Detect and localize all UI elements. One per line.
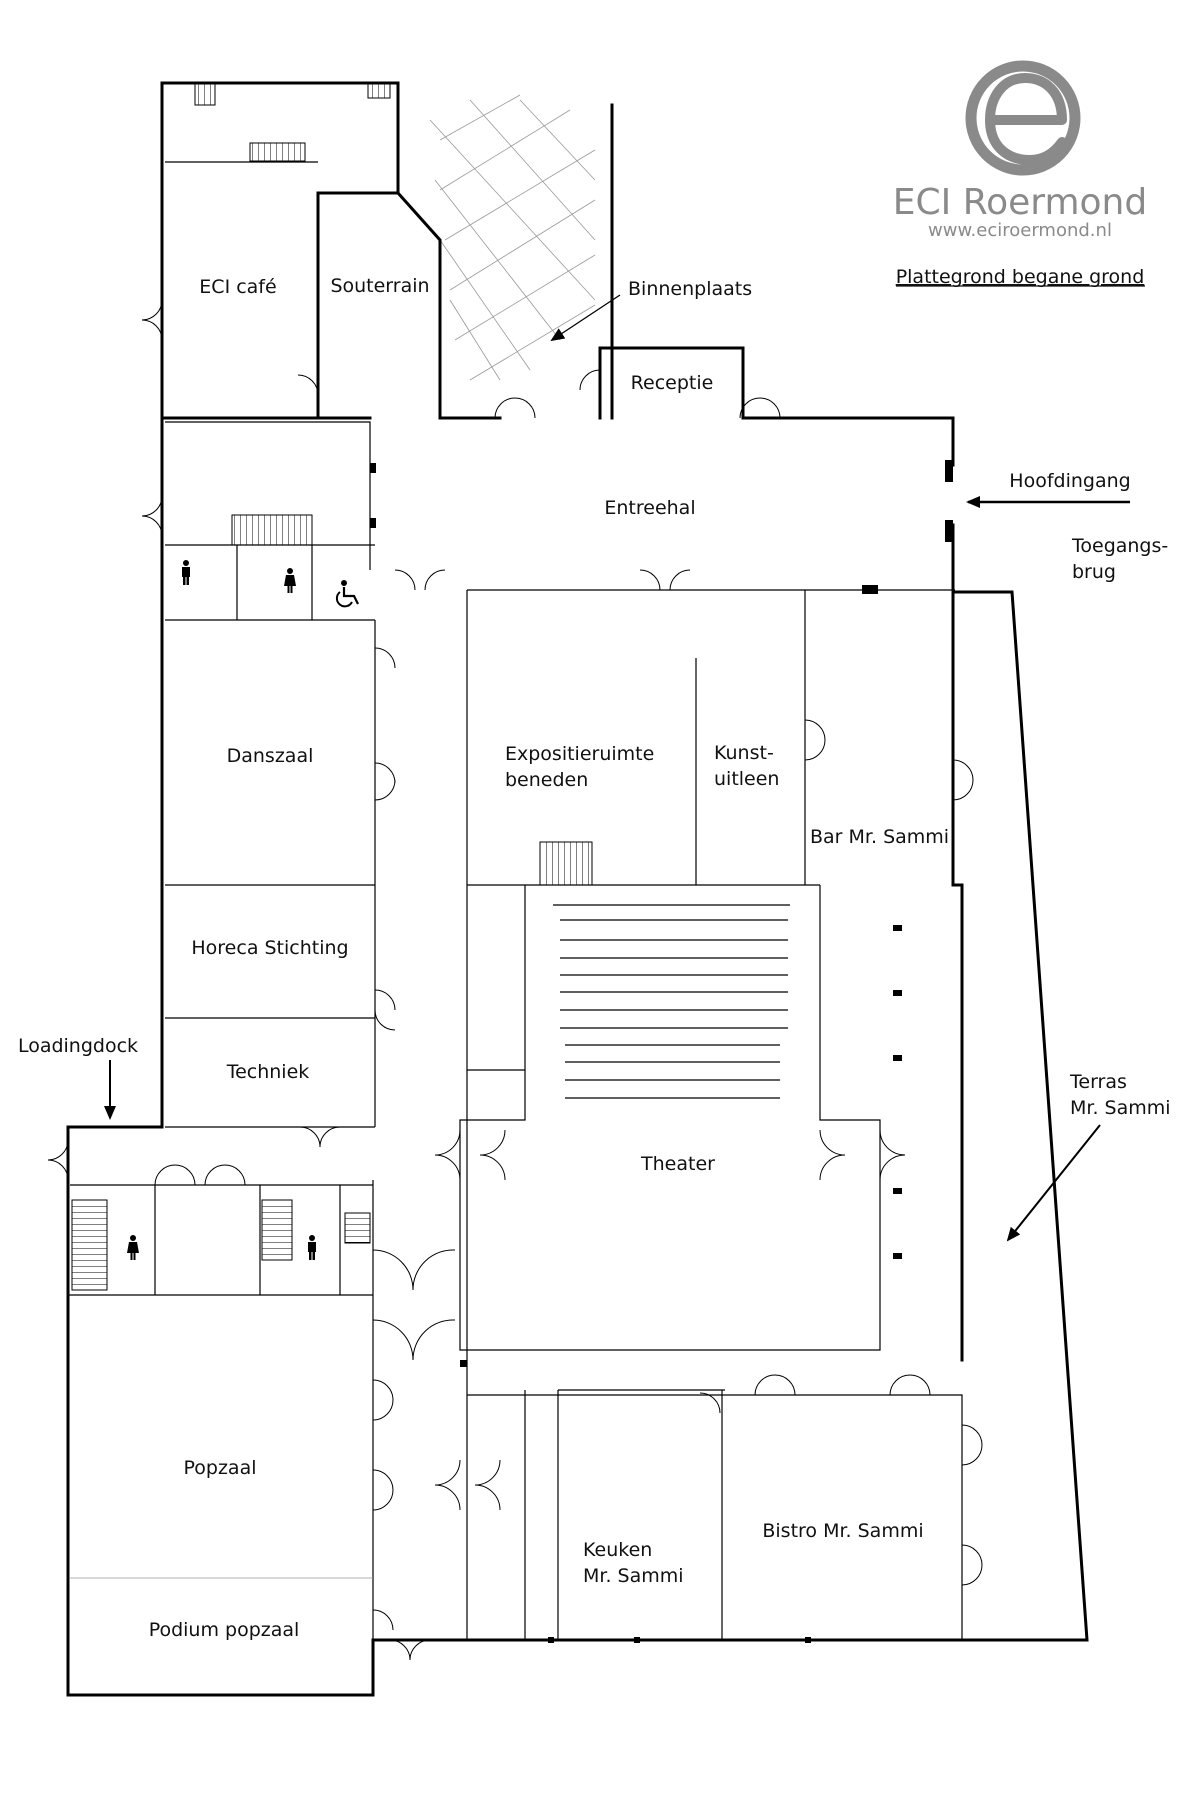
stairs-icon bbox=[367, 82, 391, 99]
label-toegangsbrug-2: brug bbox=[1072, 561, 1116, 583]
room-theater: Theater bbox=[640, 1153, 715, 1175]
room-expositie-2: beneden bbox=[505, 769, 588, 791]
binnenplaats-arrow-icon bbox=[550, 294, 621, 342]
label-toegangsbrug-1: Toegangs- bbox=[1071, 535, 1168, 557]
eci-e-logo-icon bbox=[965, 60, 1081, 176]
woman-restroom-icon bbox=[284, 568, 296, 593]
theater-seating bbox=[553, 904, 790, 1099]
woman-restroom-icon bbox=[127, 1235, 139, 1260]
room-entreehal: Entreehal bbox=[604, 497, 695, 519]
room-kunst-2: uitleen bbox=[714, 768, 779, 790]
stairs-icon bbox=[71, 1199, 108, 1291]
room-podium-popzaal: Podium popzaal bbox=[149, 1619, 300, 1641]
stairs-icon bbox=[249, 142, 306, 162]
room-receptie: Receptie bbox=[631, 372, 714, 394]
label-loadingdock: Loadingdock bbox=[18, 1035, 138, 1057]
columns bbox=[370, 460, 953, 1643]
doors bbox=[47, 299, 983, 1661]
room-horeca: Horeca Stichting bbox=[191, 937, 348, 959]
room-expositie-1: Expositieruimte bbox=[505, 743, 654, 765]
wheelchair-icon bbox=[335, 580, 359, 608]
map-title: Plattegrond begane grond bbox=[896, 266, 1145, 288]
room-techniek: Techniek bbox=[226, 1061, 310, 1083]
room-kunst-1: Kunst- bbox=[714, 742, 774, 764]
terras-arrow-icon bbox=[1006, 1124, 1101, 1242]
room-binnenplaats: Binnenplaats bbox=[628, 278, 752, 300]
brand-url[interactable]: www.eciroermond.nl bbox=[928, 220, 1112, 241]
stairs-icon bbox=[261, 1199, 293, 1261]
room-bar: Bar Mr. Sammi bbox=[810, 826, 949, 848]
man-restroom-icon bbox=[182, 560, 190, 585]
brand-name: ECI Roermond bbox=[893, 182, 1147, 223]
room-popzaal: Popzaal bbox=[183, 1457, 256, 1479]
building-walls bbox=[66, 81, 1089, 1697]
room-souterrain: Souterrain bbox=[330, 275, 429, 297]
label-terras-2: Mr. Sammi bbox=[1070, 1097, 1171, 1119]
stairs-icon bbox=[539, 841, 593, 886]
label-terras-1: Terras bbox=[1069, 1071, 1127, 1093]
stairs-icon bbox=[231, 514, 313, 546]
room-bistro: Bistro Mr. Sammi bbox=[762, 1520, 923, 1542]
room-eci-cafe: ECI café bbox=[199, 276, 276, 298]
binnenplaats-courtyard bbox=[429, 94, 596, 381]
room-danszaal: Danszaal bbox=[227, 745, 314, 767]
room-keuken-1: Keuken bbox=[583, 1539, 652, 1561]
man-restroom-icon bbox=[308, 1235, 316, 1260]
label-hoofdingang: Hoofdingang bbox=[1009, 470, 1130, 492]
room-keuken-2: Mr. Sammi bbox=[583, 1565, 684, 1587]
stairs-icon bbox=[344, 1212, 371, 1244]
stairs-icon bbox=[194, 82, 216, 106]
